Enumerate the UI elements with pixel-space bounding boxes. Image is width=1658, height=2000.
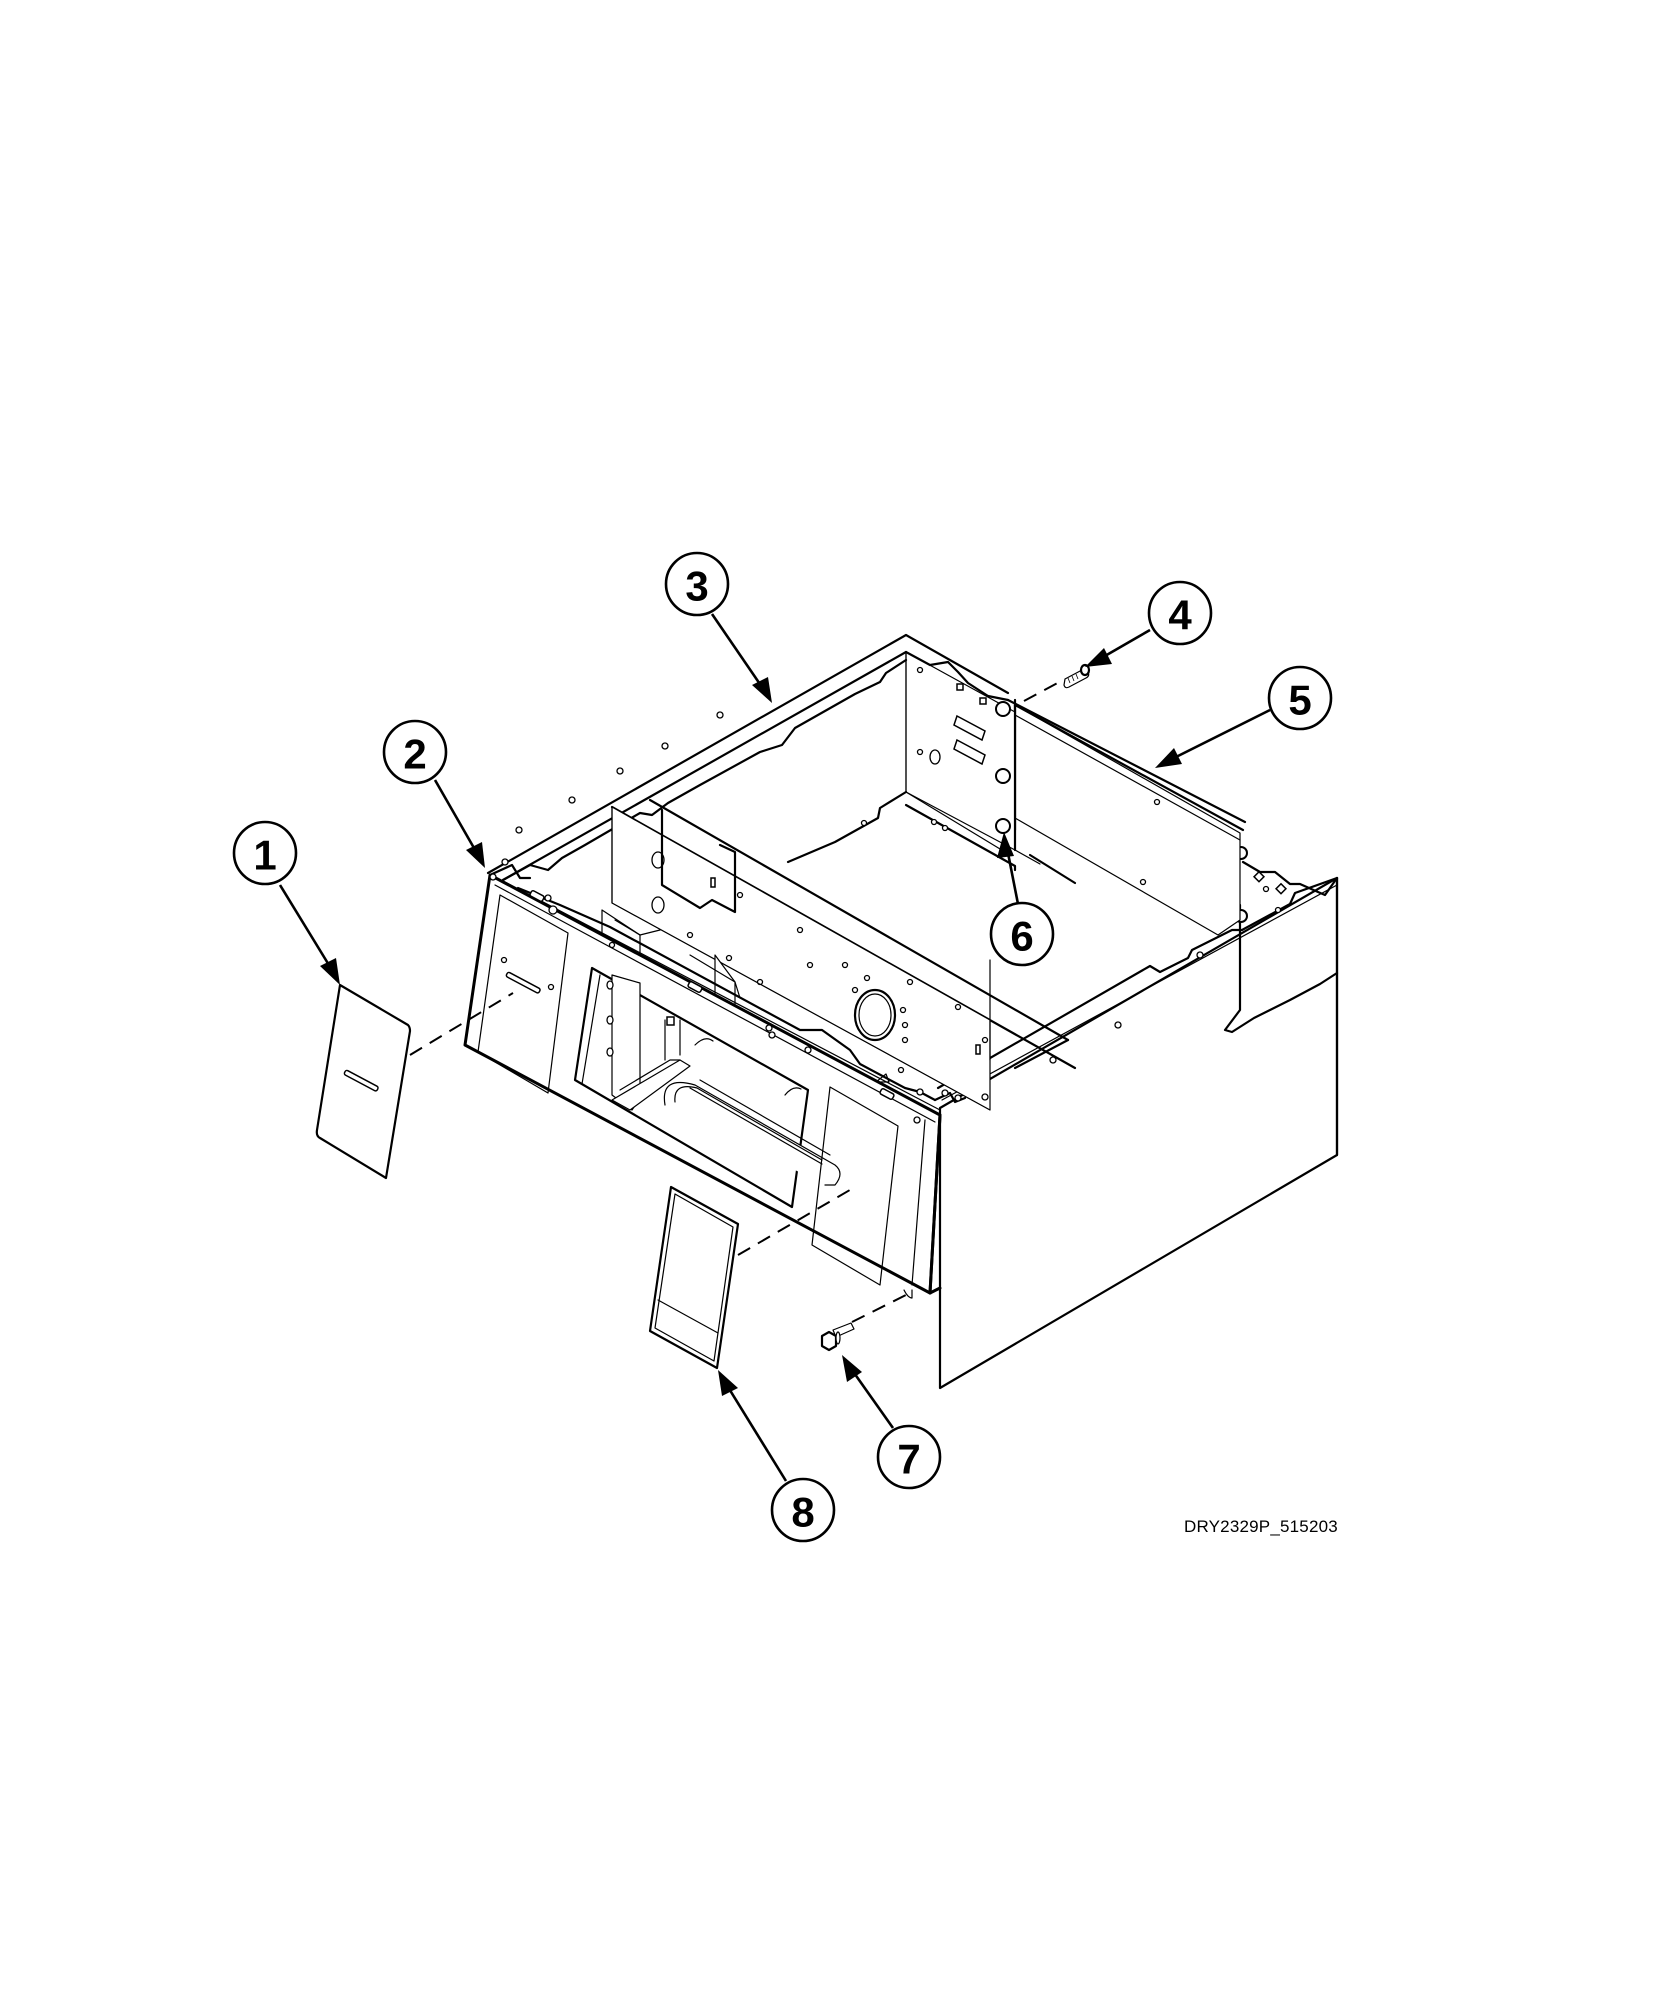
callout-2-circle xyxy=(382,719,448,785)
cabinet-assembly xyxy=(463,633,1339,1390)
callout-3-label: 3 xyxy=(685,563,708,610)
callout-6-label: 6 xyxy=(1010,913,1033,960)
figure-id-label: DRY2329P_515203 xyxy=(1184,1517,1338,1536)
right-rear-bracket xyxy=(1223,903,1339,1034)
callout-1-circle xyxy=(232,820,298,886)
top-rear-rim xyxy=(486,633,1010,875)
callout-7-label: 7 xyxy=(897,1436,920,1483)
right-panel-top-flange xyxy=(936,876,1339,1090)
part-1-left-label-panel xyxy=(315,983,412,1180)
right-label-recess xyxy=(811,1086,899,1286)
callout-2-label: 2 xyxy=(403,731,426,778)
part-7-hex-screw xyxy=(820,1322,855,1352)
callout-5-label: 5 xyxy=(1288,677,1311,724)
assembly-lines xyxy=(409,679,1064,1323)
callout-6[interactable]: 6 xyxy=(989,901,1055,967)
callout-4[interactable]: 4 xyxy=(1147,580,1213,646)
callout-8-label: 8 xyxy=(791,1489,814,1536)
callout-8[interactable]: 8 xyxy=(770,1477,836,1543)
callout-5[interactable]: 5 xyxy=(1267,665,1333,731)
part-4-screw xyxy=(1063,663,1091,689)
callout-4-label: 4 xyxy=(1168,592,1192,639)
callout-8-circle xyxy=(770,1477,836,1543)
callout-2[interactable]: 2 xyxy=(382,719,448,785)
leader-lines xyxy=(278,613,1271,1482)
callout-1[interactable]: 1 xyxy=(232,820,298,886)
nut-icon xyxy=(995,768,1011,784)
callout-6-circle xyxy=(989,901,1055,967)
part-8-right-label-panel xyxy=(648,1185,740,1370)
callout-3-circle xyxy=(664,551,730,617)
drum-bearing-hole xyxy=(853,988,897,1042)
callout-7-circle xyxy=(876,1424,942,1490)
callout-5-circle xyxy=(1267,665,1333,731)
callout-3[interactable]: 3 xyxy=(664,551,730,617)
callout-4-circle xyxy=(1147,580,1213,646)
callout-7[interactable]: 7 xyxy=(876,1424,942,1490)
nut-icon xyxy=(995,818,1011,834)
nut-icon xyxy=(995,701,1011,717)
left-label-recess xyxy=(477,894,569,1094)
callout-1-label: 1 xyxy=(253,832,276,879)
